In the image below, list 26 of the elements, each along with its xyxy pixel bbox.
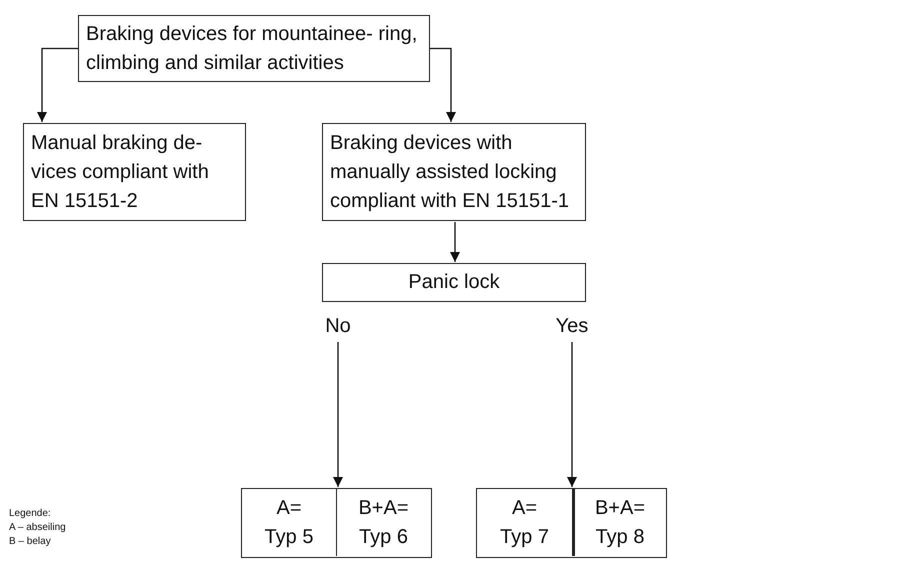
node-text: Panic lock — [408, 270, 500, 295]
node-text: Braking devices with manually assisted locking compliant with EN 15151-1 — [330, 130, 570, 214]
arrow — [333, 342, 343, 487]
arrow — [430, 48, 456, 122]
node-text: Manual braking de- vices compliant with EN 15151-2 — [31, 130, 210, 214]
node-text: Braking devices for mountainee- ring, climbing and similar activities — [86, 22, 418, 76]
type-box — [476, 488, 667, 558]
arrow — [567, 342, 577, 487]
legend-text: A – abseiling — [9, 521, 66, 535]
node-text: Typ 8 — [596, 524, 644, 550]
node-text: B+A= — [358, 496, 409, 520]
node-text: B+A= — [594, 496, 646, 520]
type-box — [241, 488, 432, 558]
node-text: Typ 6 — [359, 524, 408, 550]
category-box — [322, 123, 586, 221]
legend-text: B – belay — [9, 535, 52, 549]
category-box — [322, 263, 586, 302]
node-text: Typ 5 — [264, 524, 314, 550]
legend-text: Legende: — [9, 507, 52, 521]
node-text: A= — [512, 496, 538, 520]
category-box — [23, 123, 246, 221]
node-text: Typ 7 — [500, 524, 549, 550]
arrow — [37, 48, 78, 122]
category-box — [78, 15, 430, 82]
node-text: A= — [276, 496, 302, 520]
arrow — [450, 222, 460, 262]
